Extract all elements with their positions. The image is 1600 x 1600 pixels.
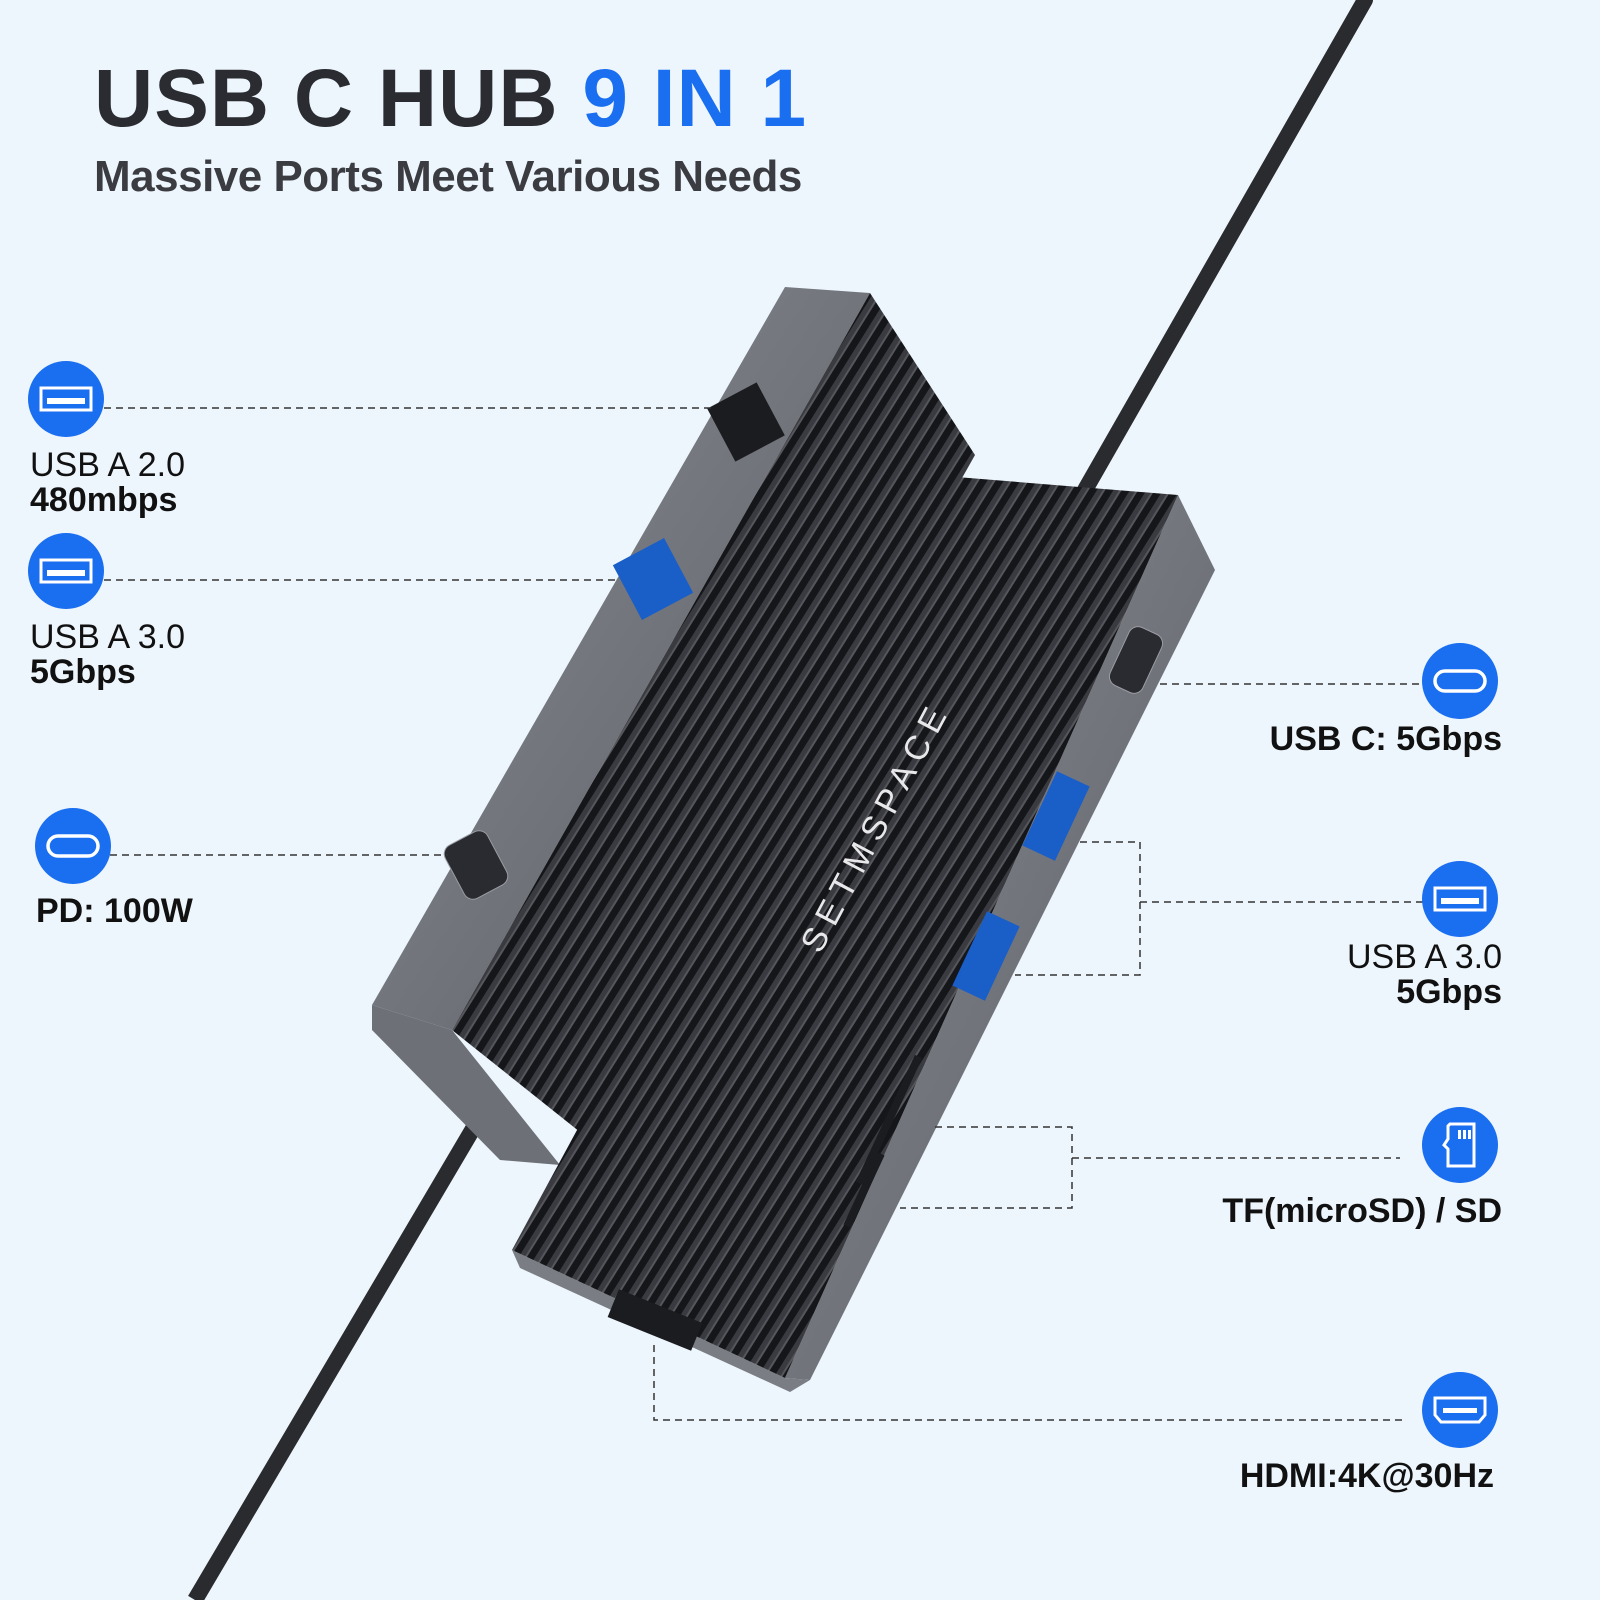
usb-a-3-port [612, 538, 694, 620]
usb-a-3-port [1022, 771, 1090, 861]
usb-a-icon [1422, 861, 1498, 937]
sd-card-icon [1422, 1107, 1498, 1183]
port-name: USB A 3.0 [30, 618, 185, 656]
usb-a-port [707, 382, 785, 462]
subtitle: Massive Ports Meet Various Needs [94, 152, 802, 201]
title-main: USB C HUB [94, 53, 559, 144]
cable [188, 1095, 497, 1600]
hdmi-label: HDMI:4K@30Hz [1239, 1457, 1494, 1495]
page-title: USB C HUB 9 IN 1 [94, 52, 807, 146]
usb-c-label: USB C: 5Gbps [1269, 720, 1502, 758]
port-spec: 480mbps [30, 481, 178, 519]
back-hub-bottom [372, 1005, 560, 1165]
usb-c-port [1108, 626, 1164, 694]
back-hub-side [372, 287, 870, 1030]
sd-slot [855, 1054, 923, 1186]
port-spec: 5Gbps [30, 653, 136, 691]
pd-label: PD: 100W [36, 892, 193, 930]
port-spec: 5Gbps [1396, 973, 1502, 1011]
usb-a-3-port [952, 911, 1020, 1001]
usb-c-icon [35, 808, 111, 884]
title-accent: 9 IN 1 [582, 53, 808, 144]
cable [1077, 0, 1373, 498]
hdmi-icon [1422, 1372, 1498, 1448]
front-hub-top [512, 475, 1178, 1378]
usb-a-icon [28, 361, 104, 437]
usb-c-icon [1422, 643, 1498, 719]
sd-label: TF(microSD) / SD [1222, 1192, 1502, 1230]
back-hub-top [452, 293, 975, 1140]
port-name: USB A 3.0 [1347, 938, 1502, 976]
usb-a-icon [28, 533, 104, 609]
usb-c-pd-port [443, 830, 509, 900]
hdmi-port [607, 1289, 703, 1351]
leader-lines [104, 407, 1424, 1421]
port-name: USB A 2.0 [30, 446, 185, 484]
tf-slot [843, 1152, 885, 1228]
